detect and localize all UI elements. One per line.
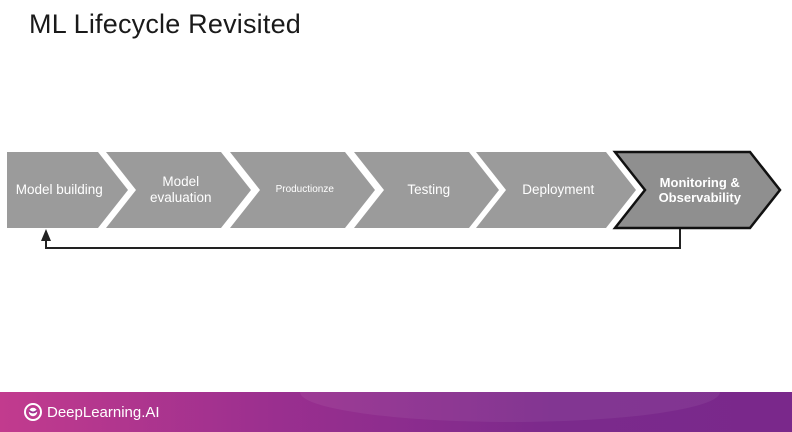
chevron-stage-6 [612, 150, 782, 230]
footer-bar: DeepLearning.AI [0, 392, 792, 432]
chevron-stage-3 [230, 152, 375, 228]
feedback-loop-line [45, 229, 681, 249]
deeplearning-ai-logo-icon [24, 403, 42, 421]
ml-lifecycle-diagram [7, 150, 782, 249]
brand: DeepLearning.AI [24, 402, 160, 422]
chevron-stage-1 [7, 152, 128, 228]
brand-name: DeepLearning.AI [47, 403, 160, 421]
stage-label-1: Model building [15, 182, 103, 198]
feedback-loop-arrow [41, 229, 681, 249]
chevron-stage-2 [106, 152, 251, 228]
feedback-arrowhead-icon [41, 229, 51, 241]
chevron-stage-4 [354, 152, 499, 228]
stage-label-6: Monitoring & Observability [658, 174, 741, 205]
chevron-stage-5 [476, 152, 636, 228]
slide-title: ML Lifecycle Revisited [29, 9, 302, 39]
stage-label-2: Model evaluation [149, 174, 212, 205]
chevron-stages [7, 150, 782, 230]
stage-label-5: Deployment [522, 182, 595, 198]
stage-label-3: Productionze [275, 184, 334, 196]
stage-label-4: Testing [407, 182, 451, 198]
